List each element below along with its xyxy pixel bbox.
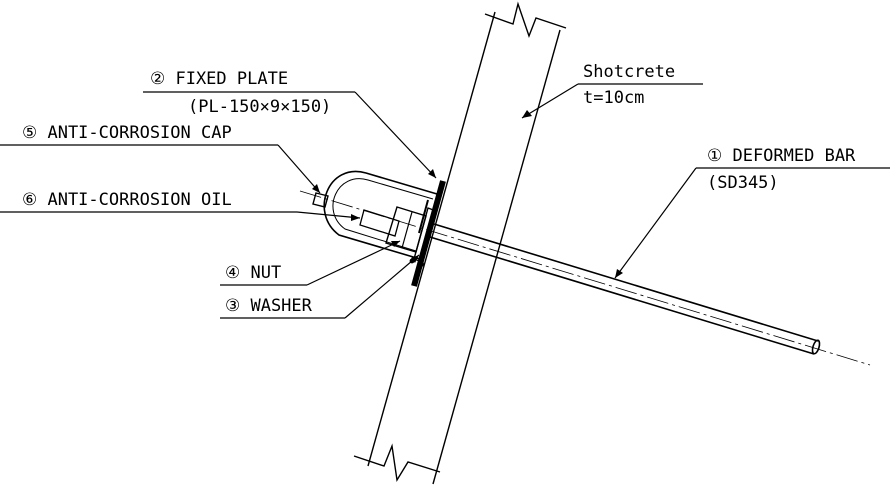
leader-washer: [220, 254, 420, 319]
label-shotcrete: Shotcrete: [583, 62, 675, 82]
leader-fixed-plate: [143, 91, 437, 179]
label-washer: ③ WASHER: [225, 296, 313, 316]
label-fixed-plate-spec: (PL-150×9×150): [188, 97, 331, 117]
leader-deformed-bar: [614, 167, 890, 279]
label-deformed-bar-grade: (SD345): [707, 173, 779, 193]
label-shotcrete-thickness: t=10cm: [583, 88, 644, 108]
anti-corrosion-cap: [312, 170, 438, 267]
label-nut: ④ NUT: [225, 263, 281, 283]
label-anti-corrosion-cap: ⑤ ANTI-CORROSION CAP: [22, 123, 232, 143]
leader-nut: [220, 240, 401, 286]
leader-anti-corrosion-cap: [0, 144, 321, 194]
label-anti-corrosion-oil: ⑥ ANTI-CORROSION OIL: [22, 190, 232, 210]
leader-anti-corrosion-oil: [0, 211, 361, 221]
bar-end: [359, 209, 400, 237]
fixed-plate: [411, 180, 446, 287]
shotcrete-layer: [353, 1, 567, 485]
label-fixed-plate: ② FIXED PLATE: [150, 69, 288, 89]
leader-shotcrete: [521, 83, 703, 119]
nut: [385, 206, 427, 253]
label-deformed-bar: ① DEFORMED BAR: [707, 146, 856, 166]
